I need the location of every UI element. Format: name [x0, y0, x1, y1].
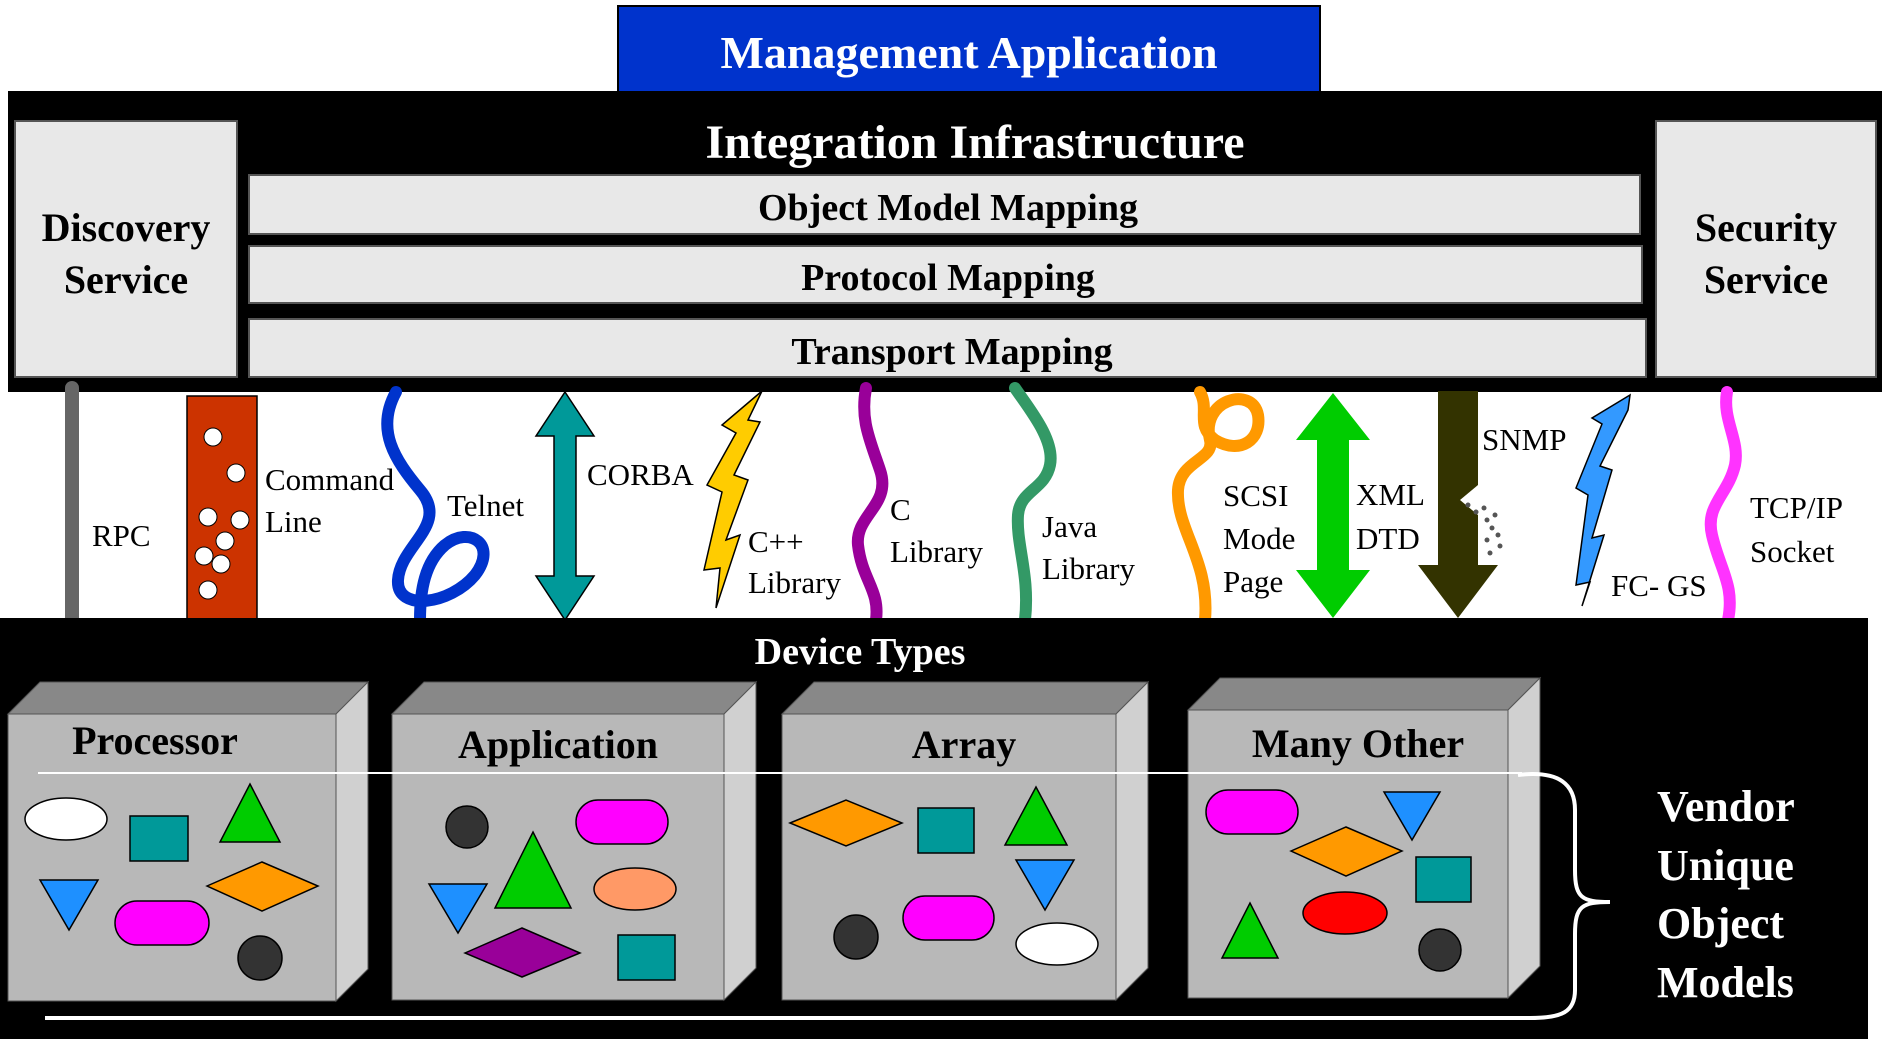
object-model-mapping-bar	[248, 174, 1641, 235]
c-library-connector	[851, 382, 889, 626]
protocol-mapping-bar	[248, 245, 1643, 304]
array-shapes	[788, 785, 1099, 966]
vendor-label-2: Unique	[1657, 841, 1794, 890]
integration-infrastructure-label: Integration Infrastructure	[705, 116, 1244, 169]
many-other-shapes	[1205, 789, 1472, 972]
cpp-library-connector	[703, 390, 763, 609]
telnet-connector	[381, 386, 490, 626]
command-line-label-1: Command	[265, 462, 395, 497]
device-types-label: Device Types	[755, 631, 966, 673]
vendor-bracket	[45, 772, 1611, 1020]
application-shapes	[427, 799, 677, 981]
security-service-box	[1655, 120, 1877, 378]
rpc-label: RPC	[92, 518, 151, 553]
c-library-label-2: Library	[890, 534, 983, 569]
vendor-label-4: Models	[1657, 958, 1794, 1007]
cpp-library-label-1: C++	[748, 524, 804, 559]
xml-dtd-connector	[1296, 393, 1370, 618]
xml-dtd-label-2: DTD	[1356, 521, 1420, 556]
snmp-connector	[1418, 391, 1498, 618]
telnet-label: Telnet	[447, 488, 524, 523]
java-library-label-1: Java	[1042, 509, 1097, 544]
management-application-label: Management Application	[720, 27, 1217, 78]
processor-shapes	[24, 782, 320, 981]
snmp-label: SNMP	[1482, 422, 1566, 457]
scsi-mode-page-label-3: Page	[1223, 564, 1283, 599]
vendor-label-1: Vendor	[1657, 782, 1795, 831]
java-library-label-2: Library	[1042, 551, 1135, 586]
java-library-connector	[1009, 382, 1057, 626]
transport-mapping-bar	[248, 318, 1647, 378]
array-label: Array	[912, 722, 1016, 767]
tcp-ip-socket-connector	[1704, 386, 1742, 626]
application-label: Application	[458, 722, 658, 767]
fc-gs-label: FC- GS	[1611, 568, 1707, 603]
scsi-mode-page-connector	[1171, 386, 1265, 626]
transport-mapping-label: Transport Mapping	[791, 331, 1112, 373]
cpp-library-label-2: Library	[748, 565, 841, 600]
snmp-sparks	[1465, 502, 1503, 556]
security-service-label-2: Service	[1704, 257, 1828, 302]
discovery-service-box	[14, 120, 238, 378]
management-application-box	[617, 5, 1321, 93]
fc-gs-connector	[1575, 393, 1631, 607]
c-library-label-1: C	[890, 492, 911, 527]
many-other-label: Many Other	[1252, 721, 1464, 766]
scsi-mode-page-label-1: SCSI	[1223, 478, 1288, 513]
vendor-label-3: Object	[1657, 899, 1784, 948]
security-service-label-1: Security	[1695, 205, 1837, 250]
xml-dtd-label-1: XML	[1356, 477, 1425, 512]
corba-connector	[534, 390, 596, 622]
tcp-ip-socket-label-2: Socket	[1750, 534, 1835, 569]
object-model-mapping-label: Object Model Mapping	[758, 187, 1138, 229]
command-line-label-2: Line	[265, 504, 322, 539]
command-line-connector	[186, 395, 258, 621]
discovery-service-label-1: Discovery	[42, 205, 211, 250]
corba-label: CORBA	[587, 457, 694, 492]
protocol-mapping-label: Protocol Mapping	[801, 257, 1095, 299]
tcp-ip-socket-label-1: TCP/IP	[1750, 490, 1843, 525]
processor-label: Processor	[72, 718, 238, 763]
scsi-mode-page-label-2: Mode	[1223, 521, 1295, 556]
discovery-service-label-2: Service	[64, 257, 188, 302]
